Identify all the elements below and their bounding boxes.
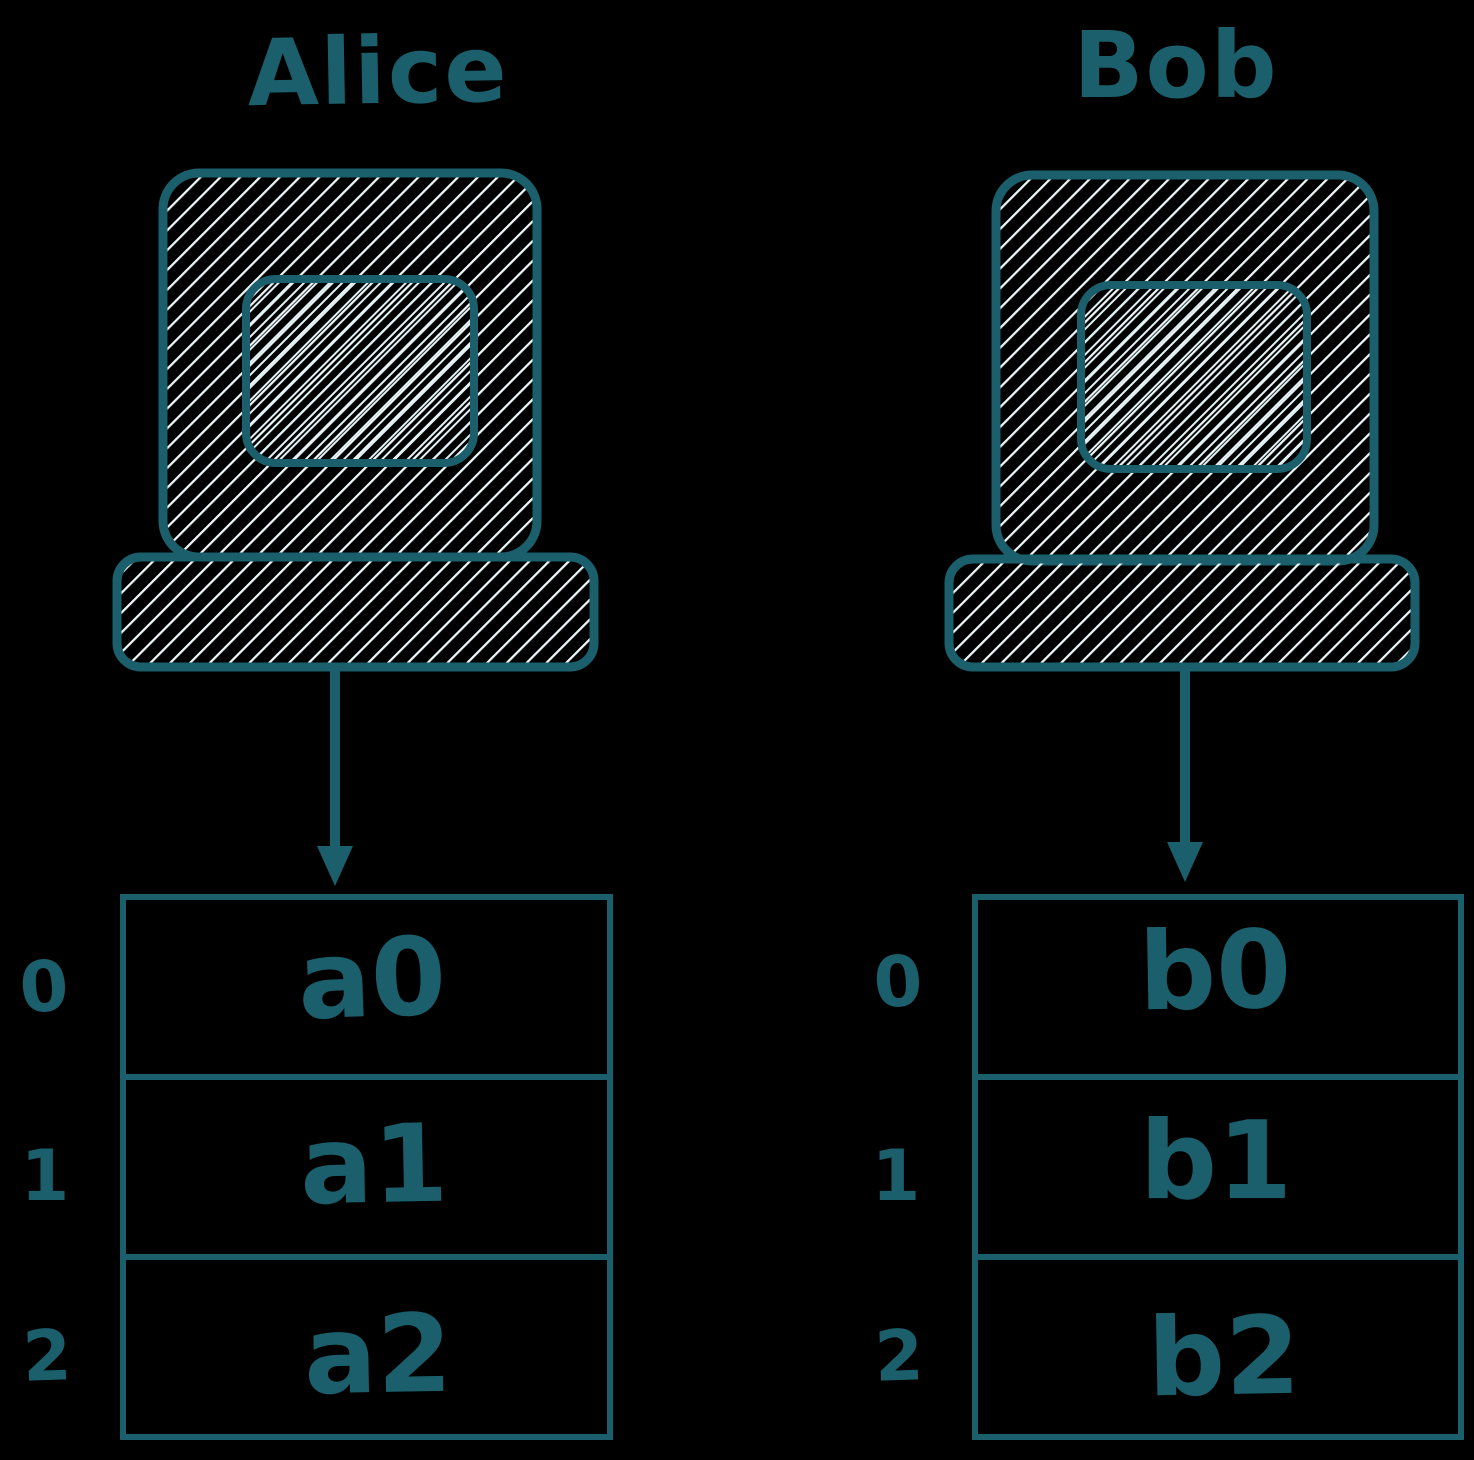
bob-row-0-index: 0 [870, 939, 926, 1025]
alice-cell-1-value: a1 [298, 1101, 450, 1230]
alice-title: Alice [246, 15, 510, 128]
alice-row-0-index: 0 [16, 944, 72, 1030]
bob-title: Bob [1073, 12, 1279, 119]
bob-cell-0-value: b0 [1137, 907, 1293, 1036]
bob-row-1-index: 1 [871, 1135, 921, 1217]
bob-arrow-down-icon [1167, 670, 1203, 882]
bob-keyboard-base [944, 554, 1420, 672]
alice-keyboard-base [112, 552, 599, 672]
alice-row-1-index: 1 [20, 1135, 70, 1217]
alice-cell-0-value: a0 [295, 914, 449, 1045]
bob-cell-1-value: b1 [1139, 1099, 1293, 1224]
alice-screen-inner [242, 275, 478, 467]
alice-array-table [120, 894, 613, 1440]
bob-row-2-index: 2 [873, 1314, 925, 1398]
alice-arrow-down-icon [317, 670, 353, 886]
alice-laptop-icon [112, 168, 599, 672]
bob-array-table [972, 894, 1464, 1440]
bob-cell-2-value: b2 [1146, 1293, 1302, 1422]
bob-laptop-icon [944, 170, 1420, 672]
alice-row-2-index: 2 [21, 1314, 73, 1398]
alice-cell-2-value: a2 [302, 1291, 454, 1420]
bob-screen-inner [1077, 281, 1311, 473]
